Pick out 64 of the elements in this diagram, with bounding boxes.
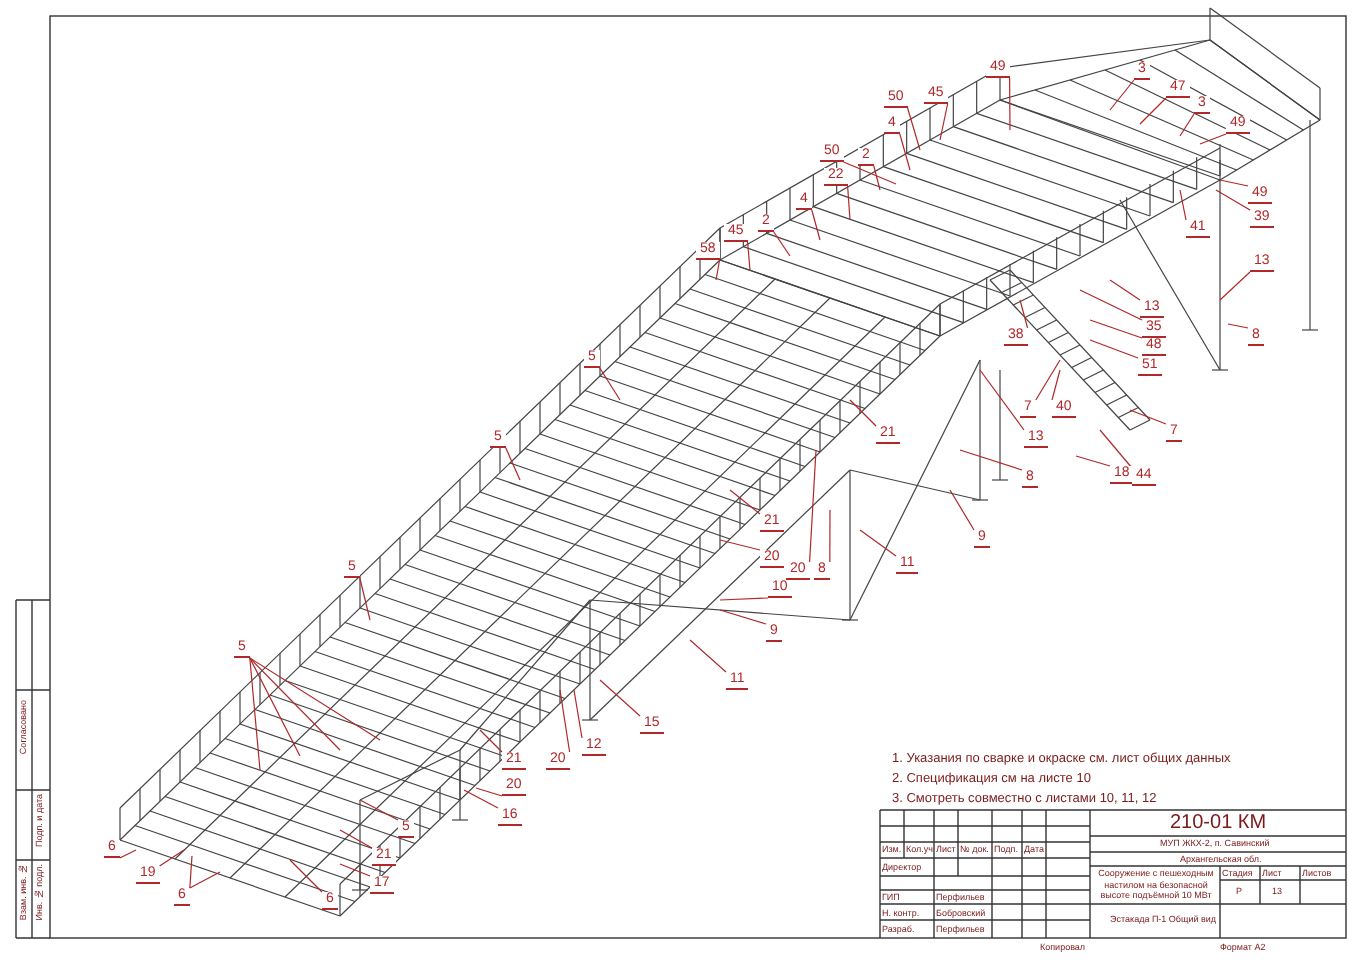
leader-line xyxy=(573,689,583,739)
leader-line xyxy=(249,657,301,757)
leader-line xyxy=(939,103,949,141)
drawing-code: 210-01 КМ xyxy=(1170,812,1267,836)
leader-line xyxy=(959,449,1023,471)
leader-line xyxy=(1009,77,1011,131)
leader-line xyxy=(339,829,373,849)
leader-line xyxy=(747,241,751,271)
leader-line xyxy=(907,107,921,151)
leader-line xyxy=(189,855,193,889)
leader-line xyxy=(1075,455,1111,467)
leader-line xyxy=(1215,189,1251,211)
leader-line xyxy=(811,209,821,241)
leader-line xyxy=(729,489,761,515)
leader-line xyxy=(843,161,897,185)
leader-line xyxy=(1079,289,1143,321)
leader-line xyxy=(1139,97,1167,125)
leader-line xyxy=(689,639,727,673)
leader-line xyxy=(859,529,897,557)
leader-line xyxy=(1199,133,1227,145)
leader-line xyxy=(1089,339,1139,359)
leader-line xyxy=(1051,369,1061,401)
leader-line xyxy=(475,787,503,797)
leader-line xyxy=(949,489,975,531)
leader-line xyxy=(773,231,791,257)
leader-line xyxy=(119,849,137,859)
leader-line xyxy=(249,657,261,771)
leader-line xyxy=(1219,271,1251,301)
leader-line xyxy=(1129,409,1167,425)
leader-line xyxy=(719,539,761,551)
leader-line xyxy=(979,369,1025,431)
leader-line xyxy=(159,849,185,867)
leader-line xyxy=(1179,189,1187,221)
leader-line xyxy=(505,447,521,481)
leader-line xyxy=(599,367,621,401)
leader-line xyxy=(359,577,371,621)
leader-line xyxy=(873,165,881,191)
leader-line xyxy=(1219,179,1249,187)
leader-line xyxy=(1035,359,1061,401)
leader-line xyxy=(1227,323,1249,329)
leader-line xyxy=(829,509,831,563)
leader-line xyxy=(599,679,641,717)
leader-line xyxy=(1099,429,1133,469)
leader-line xyxy=(479,729,503,753)
leader-line xyxy=(559,689,571,753)
leader-line xyxy=(847,185,851,221)
leader-line xyxy=(719,597,769,601)
leader-line xyxy=(1019,299,1029,329)
leader-line xyxy=(359,799,399,821)
leader-line xyxy=(339,863,371,877)
leader-line xyxy=(809,449,817,563)
leader-line xyxy=(463,789,499,809)
leader-line xyxy=(249,657,381,741)
leader-line xyxy=(849,399,877,427)
leader-line xyxy=(899,133,911,171)
leader-line xyxy=(1089,319,1143,339)
leader-line xyxy=(1179,113,1195,137)
leader-line xyxy=(719,609,767,625)
leader-line xyxy=(189,871,221,889)
leader-line xyxy=(249,657,341,751)
leader-line xyxy=(715,259,721,281)
leader-line xyxy=(289,859,323,893)
leader-line xyxy=(1109,279,1141,301)
leader-line xyxy=(1109,79,1135,111)
